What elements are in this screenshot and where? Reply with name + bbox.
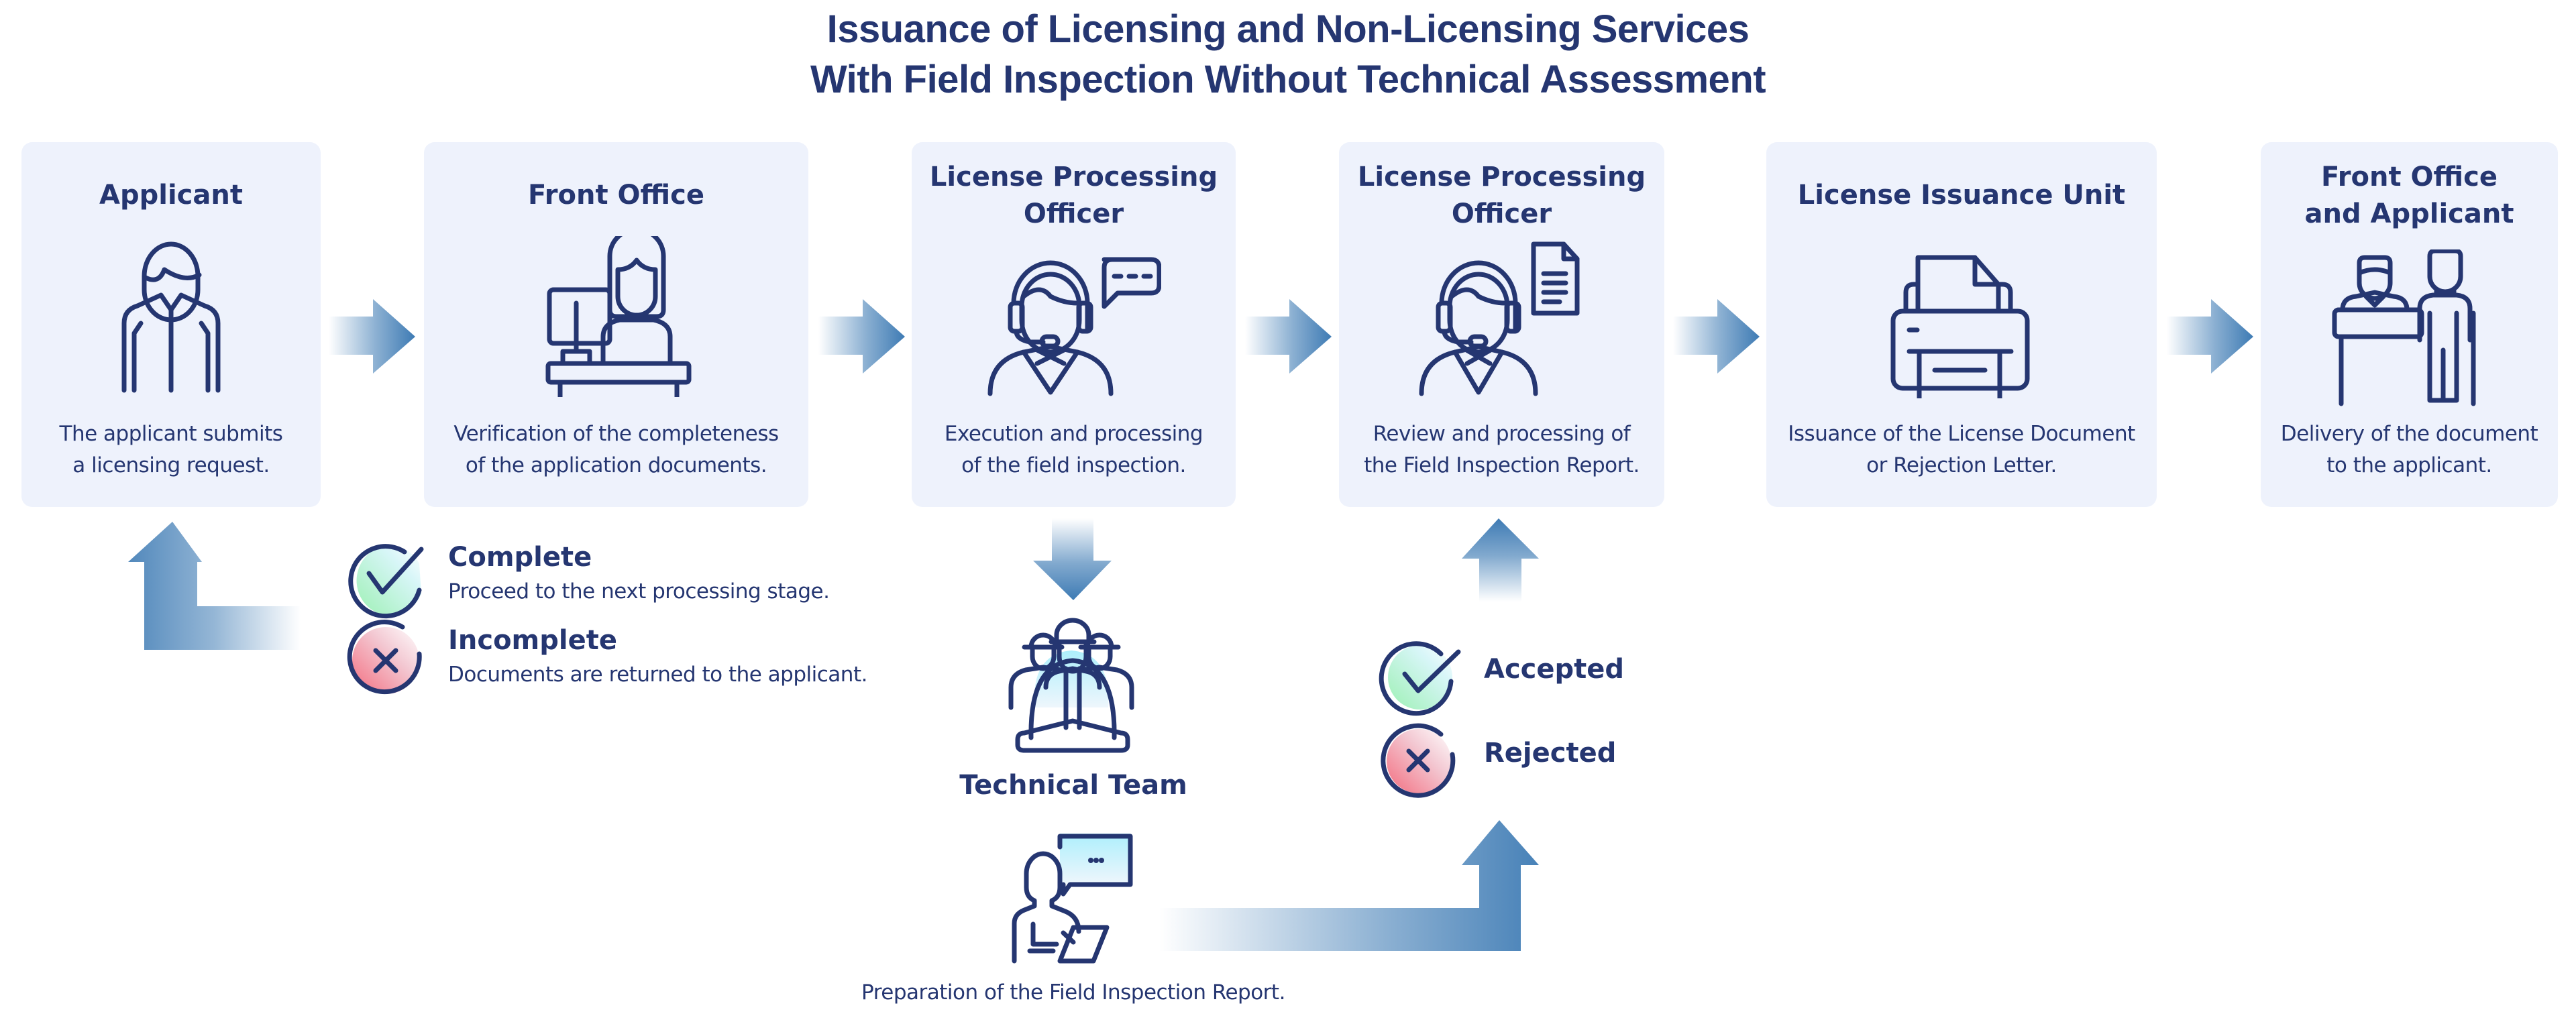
step-title-line: Front Office — [528, 180, 704, 211]
step-title: License Processing Officer — [912, 159, 1236, 233]
diagram-title-line-1: Issuance of Licensing and Non-Licensing … — [826, 7, 1750, 51]
step-description-line: or Rejection Letter. — [1866, 453, 2057, 477]
step-description-line: Review and processing of — [1373, 422, 1631, 446]
step-title-line: Applicant — [99, 180, 243, 211]
step-description-line: Execution and processing — [944, 422, 1203, 446]
step-title-line: License Processing — [1357, 162, 1646, 192]
step-license-processing-field-inspection: License Processing Officer Execution and… — [912, 142, 1236, 507]
step-title: Front Office — [424, 177, 808, 214]
step-title: Applicant — [21, 177, 321, 214]
step-description: The applicant submits a licensing reques… — [21, 418, 321, 481]
printer-icon — [1890, 255, 2030, 398]
step-title: License Processing Officer — [1339, 159, 1664, 233]
technical-team-label: Technical Team — [959, 770, 1187, 801]
diagram-title: Issuance of Licensing and Non-Licensing … — [0, 4, 2576, 105]
step-description-line: Delivery of the document — [2280, 422, 2538, 446]
reception-handover-icon — [2332, 249, 2475, 406]
officer-headset-document-icon — [1419, 241, 1579, 396]
report-submission-arrow — [1159, 820, 1539, 951]
step-front-office: Front Office Verification of the complet… — [424, 142, 808, 507]
officer-headset-chat-icon — [987, 257, 1161, 396]
step-license-issuance-unit: License Issuance Unit Issuance of the Li… — [1766, 142, 2157, 507]
outcome-accepted-label: Accepted — [1484, 654, 1625, 685]
outcome-complete-label: Complete — [448, 542, 592, 573]
return-to-applicant-arrow — [128, 522, 301, 650]
step-title-line: License Issuance Unit — [1797, 180, 2126, 211]
step-description: Review and processing of the Field Inspe… — [1339, 418, 1664, 481]
step-description: Issuance of the License Document or Reje… — [1766, 418, 2157, 481]
step-title: License Issuance Unit — [1766, 177, 2157, 214]
flow-arrow-5 — [2167, 299, 2253, 374]
step-title: Front Office and Applicant — [2261, 159, 2558, 233]
step-description-line: Verification of the completeness — [453, 422, 779, 446]
step-description: Verification of the completeness of the … — [424, 418, 808, 481]
back-to-officer-arrow — [1462, 518, 1539, 602]
step-title-line: Officer — [1451, 198, 1552, 229]
step-applicant: Applicant The applicant submits a licens… — [21, 142, 321, 507]
flow-arrow-1 — [329, 299, 415, 374]
outcome-complete-description: Proceed to the next processing stage. — [448, 579, 830, 604]
step-description-line: the Field Inspection Report. — [1364, 453, 1640, 477]
step-title-line: and Applicant — [2304, 198, 2514, 229]
step-description-line: to the applicant. — [2326, 453, 2492, 477]
outcome-incomplete-label: Incomplete — [448, 625, 617, 656]
step-front-office-and-applicant: Front Office and Applicant Delivery of t… — [2261, 142, 2558, 507]
flow-arrow-4 — [1673, 299, 1760, 374]
step-description-line: Issuance of the License Document — [1788, 422, 2135, 446]
flow-arrow-2 — [818, 299, 905, 374]
flow-arrow-3 — [1245, 299, 1332, 374]
step-title-line: License Processing — [929, 162, 1218, 192]
applicant-person-icon — [121, 241, 221, 393]
step-description: Delivery of the document to the applican… — [2261, 418, 2558, 481]
report-preparation-caption: Preparation of the Field Inspection Repo… — [861, 980, 1285, 1005]
step-description-line: a licensing request. — [72, 453, 270, 477]
diagram-title-line-2: With Field Inspection Without Technical … — [810, 58, 1766, 101]
step-title-line: Front Office — [2321, 162, 2498, 192]
front-office-desk-icon — [545, 236, 691, 397]
step-description: Execution and processing of the field in… — [912, 418, 1236, 481]
step-description-line: of the field inspection. — [961, 453, 1186, 477]
step-description-line: The applicant submits — [59, 422, 283, 446]
step-license-processing-report-review: License Processing Officer Review and pr… — [1339, 142, 1664, 507]
step-title-line: Officer — [1023, 198, 1124, 229]
outcome-incomplete-description: Documents are returned to the applicant. — [448, 663, 867, 687]
outcome-rejected-label: Rejected — [1484, 738, 1617, 769]
to-technical-team-arrow — [1033, 518, 1112, 600]
step-description-line: of the application documents. — [465, 453, 767, 477]
